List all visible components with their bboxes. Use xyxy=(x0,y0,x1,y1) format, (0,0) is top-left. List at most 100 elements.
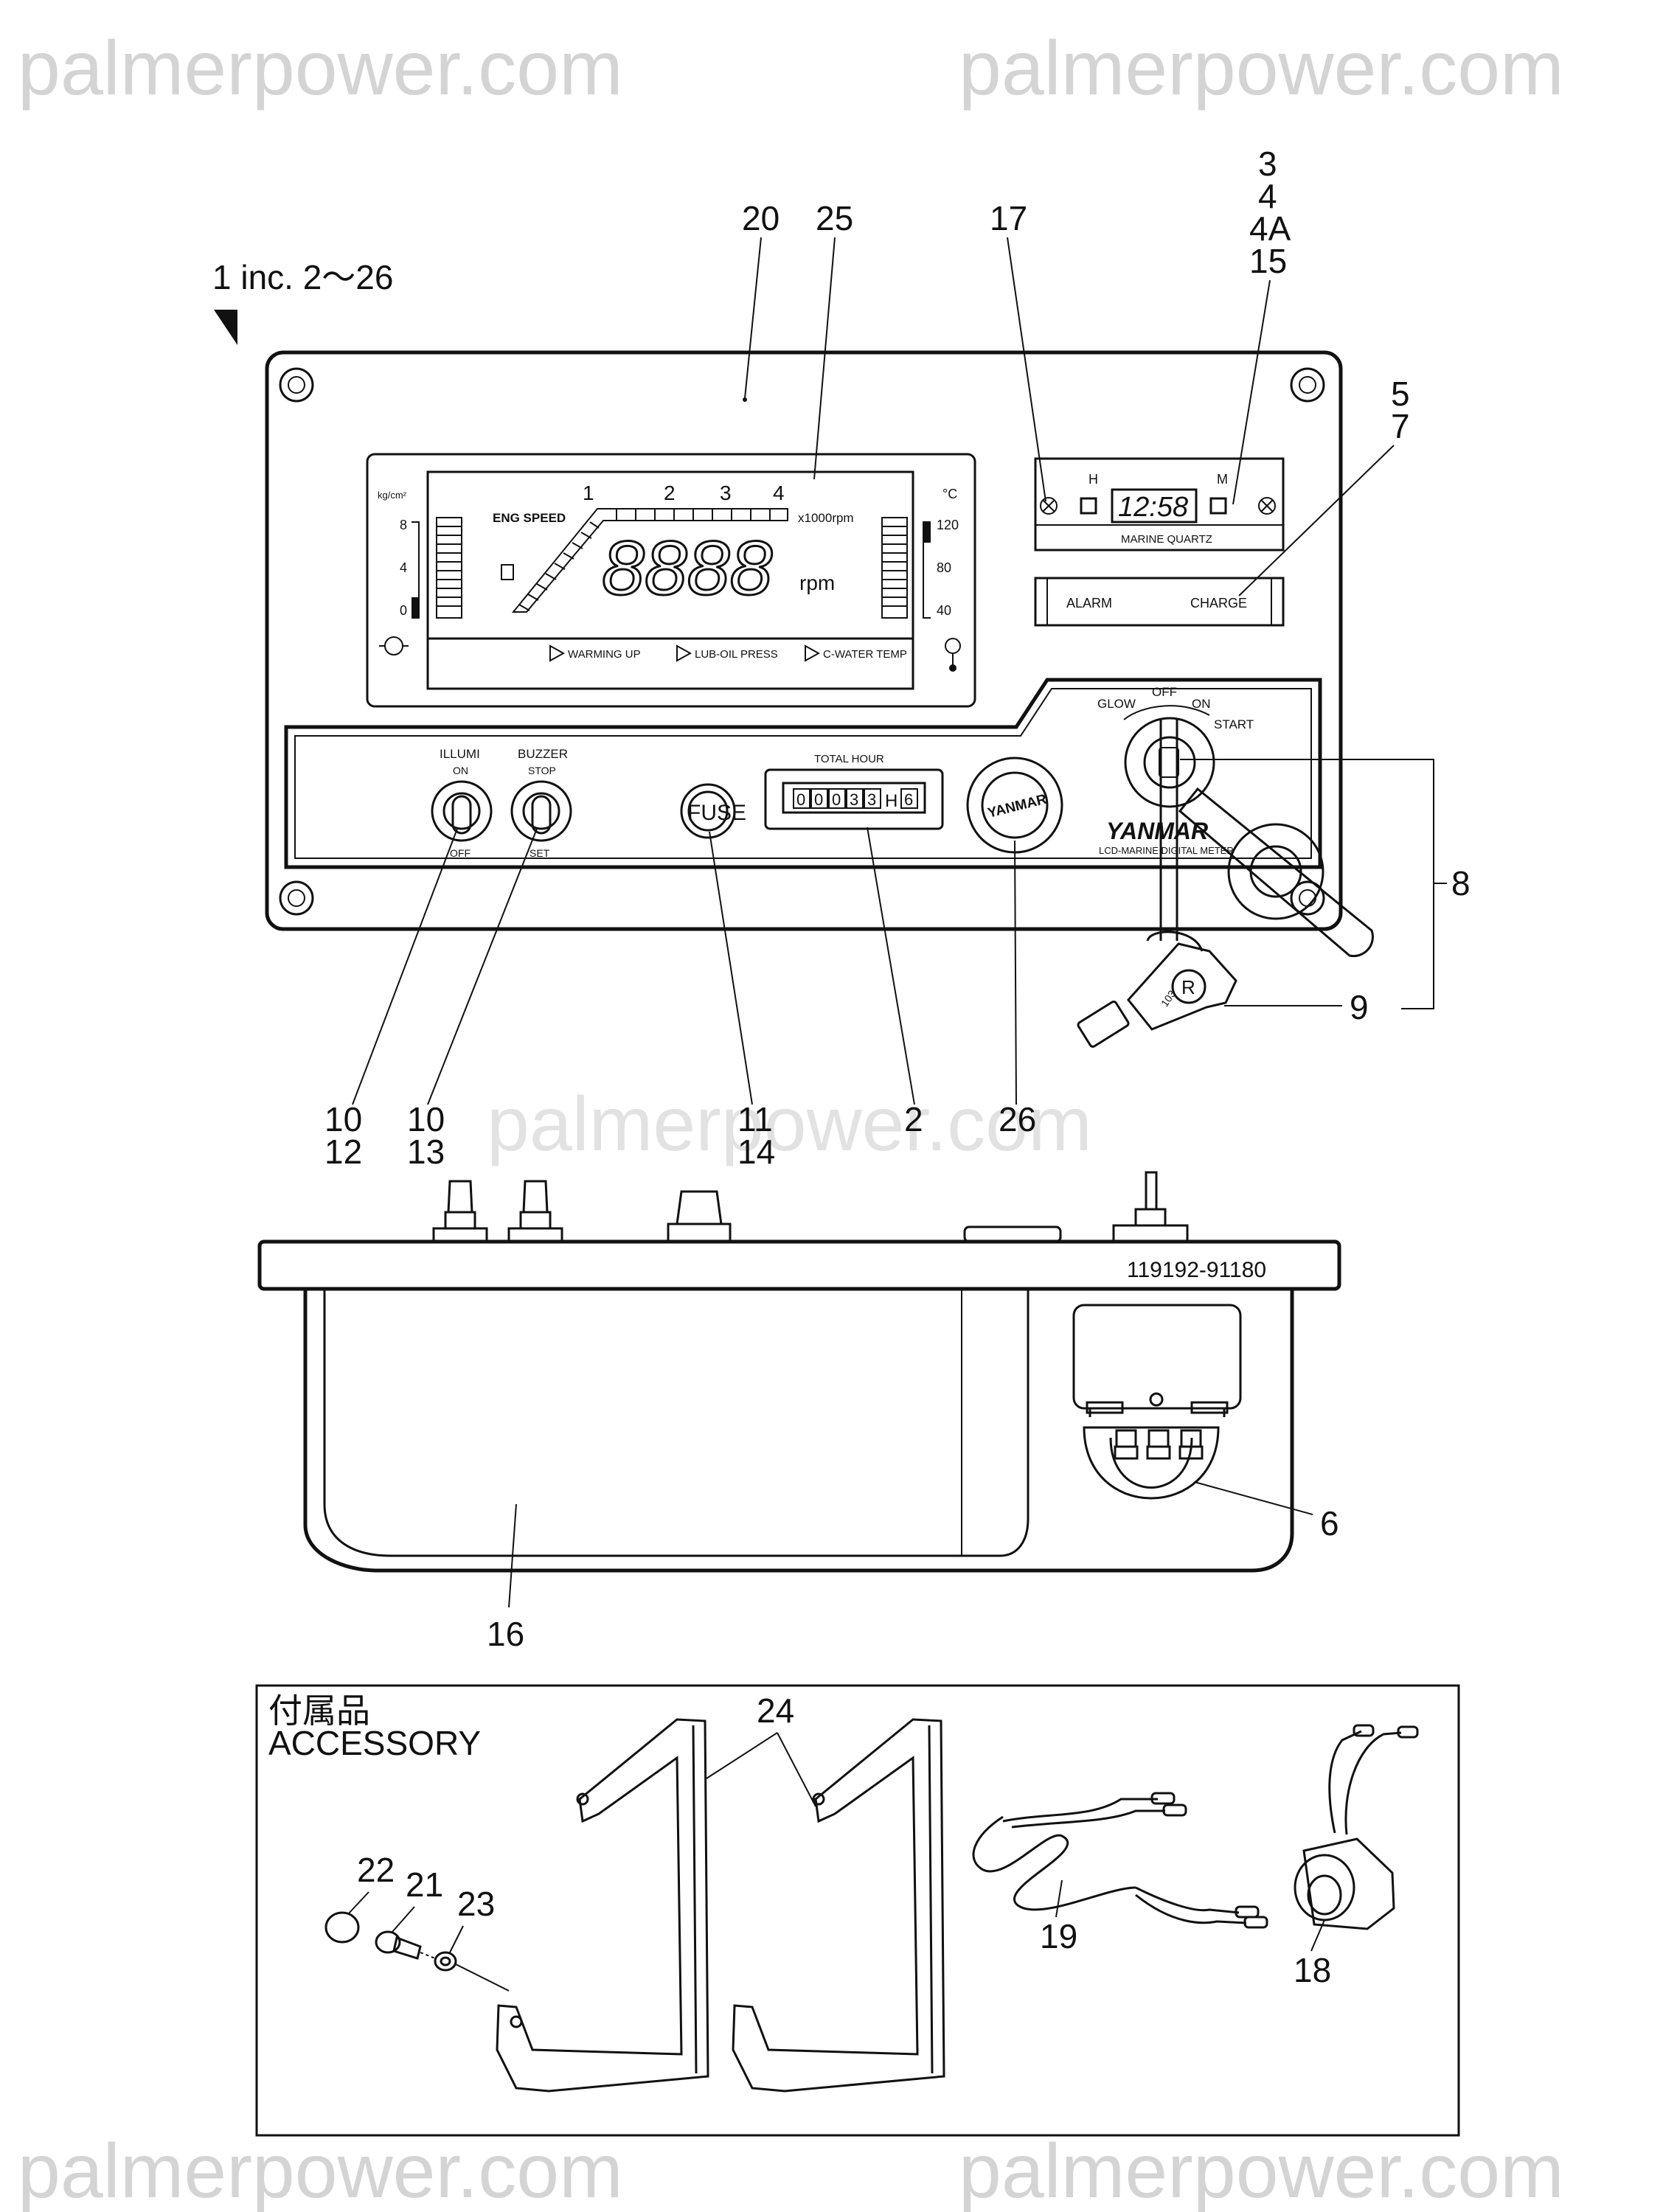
watermark-bottom-left: palmerpower.com xyxy=(18,2129,623,2212)
warning-lub-oil-press: LUB-OIL PRESS xyxy=(695,648,778,661)
mounting-bracket-left xyxy=(496,1718,709,2093)
front-panel-callouts: 20 25 17 3 4 4A 15 5 7 8 9 10 12 10 13 1… xyxy=(324,145,1471,1171)
panel-outline xyxy=(265,350,1343,931)
mounting-hole-tl xyxy=(279,367,314,403)
hour-digit-2: 0 xyxy=(814,790,823,809)
speed-tick-3: 3 xyxy=(720,481,732,504)
clock-display xyxy=(1111,488,1198,524)
speed-bargraph xyxy=(511,508,788,613)
lower-recess xyxy=(284,678,1322,869)
mounting-bracket-right xyxy=(732,1718,945,2093)
illumi-on-label: ON xyxy=(453,765,468,776)
speed-tick-2: 2 xyxy=(664,481,676,504)
illumi-off-label: OFF xyxy=(450,847,471,859)
callout-22: 22 xyxy=(357,1851,395,1889)
hour-meter: TOTAL HOUR 0 0 0 3 3 H 6 xyxy=(764,753,944,830)
cap-nut-22 xyxy=(324,1911,360,1944)
callout-8: 8 xyxy=(1451,864,1471,902)
hour-digit-4: 3 xyxy=(850,790,858,809)
hour-meter-title: TOTAL HOUR xyxy=(814,753,884,765)
callout-10-right: 10 xyxy=(407,1100,445,1138)
hour-h-label: H xyxy=(885,791,897,811)
watermark-top-right: palmerpower.com xyxy=(959,26,1564,111)
warning-warming-up: WARMING UP xyxy=(568,648,641,661)
callout-5: 5 xyxy=(1391,375,1410,413)
emblem-logo: YANMAR xyxy=(986,792,1049,821)
washer-23 xyxy=(434,1951,457,1972)
clock-hour-set-button xyxy=(1080,497,1097,515)
illumi-switch: ILLUMI ON OFF xyxy=(431,747,493,859)
callout-16: 16 xyxy=(487,1615,524,1653)
side-panel-plate xyxy=(257,1239,1341,1291)
callout-4: 4 xyxy=(1258,177,1277,215)
rpm-digits: 8888 xyxy=(602,526,773,611)
watermark-middle: palmerpower.com xyxy=(487,1082,1092,1167)
warning-c-water-temp: C-WATER TEMP xyxy=(823,648,907,661)
callout-21: 21 xyxy=(406,1865,443,1904)
ignition-key[interactable] xyxy=(1127,942,1237,1031)
fuse-label: FUSE xyxy=(687,801,746,825)
mounting-hole-bl xyxy=(279,880,314,916)
callout-9: 9 xyxy=(1350,988,1369,1026)
rpm-scale-label: x1000rpm xyxy=(798,511,854,525)
lcd-indicator-square xyxy=(501,564,514,580)
callout-20: 20 xyxy=(742,199,780,237)
oil-pressure-icon xyxy=(379,636,409,655)
key-pos-glow: GLOW xyxy=(1097,697,1136,711)
temp-tick-80: 80 xyxy=(937,560,951,575)
callout-7: 7 xyxy=(1391,407,1410,445)
callout-13: 13 xyxy=(407,1133,445,1171)
key-switch-cap xyxy=(1178,787,1374,958)
callout-25: 25 xyxy=(816,199,853,237)
speed-bargraph-segments xyxy=(518,509,771,611)
pressure-unit: kg/cm² xyxy=(378,490,407,501)
hour-digit-1: 0 xyxy=(796,790,805,809)
callout-6: 6 xyxy=(1320,1504,1339,1543)
charge-lamp-label: CHARGE xyxy=(1190,596,1247,611)
indicator-lamps: ALARM CHARGE xyxy=(1034,577,1285,627)
callout-23: 23 xyxy=(457,1885,495,1923)
callout-26: 26 xyxy=(999,1100,1036,1138)
buzzer-set-label: SET xyxy=(530,847,550,859)
speed-tick-1: 1 xyxy=(583,481,594,504)
pressure-tick-0: 0 xyxy=(400,603,407,618)
lcd-screen xyxy=(426,470,914,690)
callout-24: 24 xyxy=(757,1691,794,1730)
callout-12: 12 xyxy=(324,1133,362,1171)
watermark-top-left: palmerpower.com xyxy=(18,26,623,111)
callout-3: 3 xyxy=(1258,145,1277,183)
lcd-bezel xyxy=(366,453,976,708)
callout-19: 19 xyxy=(1040,1917,1077,1955)
assembly-label: 1 inc. 2～26 xyxy=(212,258,393,296)
key-pos-start: START xyxy=(1214,717,1254,731)
front-panel: kg/cm² 8 4 0 °C 120 80 40 xyxy=(265,350,1374,1048)
callout-18: 18 xyxy=(1294,1951,1331,1989)
key-tag-number: 103 xyxy=(1159,988,1178,1009)
wire-harness-19 xyxy=(972,1792,1268,1929)
pressure-bar-segments xyxy=(436,517,462,619)
bolt-21 xyxy=(375,1930,422,1960)
hour-digit-3: 0 xyxy=(832,790,841,809)
callout-14: 14 xyxy=(737,1133,775,1171)
side-view-callouts: 6 16 xyxy=(487,1481,1339,1653)
key-pos-on: ON xyxy=(1192,697,1211,711)
brand-logo: YANMAR xyxy=(1106,818,1208,844)
speed-tick-4: 4 xyxy=(773,481,785,504)
buzzer-label: BUZZER xyxy=(518,747,568,761)
key-pos-off: OFF xyxy=(1152,685,1177,699)
part-number: 119192-91180 xyxy=(1127,1258,1266,1282)
buzzer-toggle[interactable] xyxy=(510,780,572,842)
callout-11: 11 xyxy=(737,1100,773,1138)
callout-17: 17 xyxy=(990,199,1027,237)
clock-time: 12:58 xyxy=(1118,492,1188,523)
temp-unit: °C xyxy=(942,487,957,501)
pressure-tick-8: 8 xyxy=(400,518,407,532)
accessory-box: 付属品 ACCESSORY 24 22 21 23 xyxy=(255,1684,1460,2137)
key-switch-bezel[interactable] xyxy=(1124,717,1215,808)
fuse-holder[interactable]: FUSE xyxy=(680,783,746,839)
illumi-label: ILLUMI xyxy=(440,747,480,761)
clock-h-label: H xyxy=(1089,472,1098,487)
illumi-toggle[interactable] xyxy=(431,780,493,842)
lower-recess-inner xyxy=(294,688,1312,859)
accessory-jp: 付属品 xyxy=(268,1691,370,1730)
